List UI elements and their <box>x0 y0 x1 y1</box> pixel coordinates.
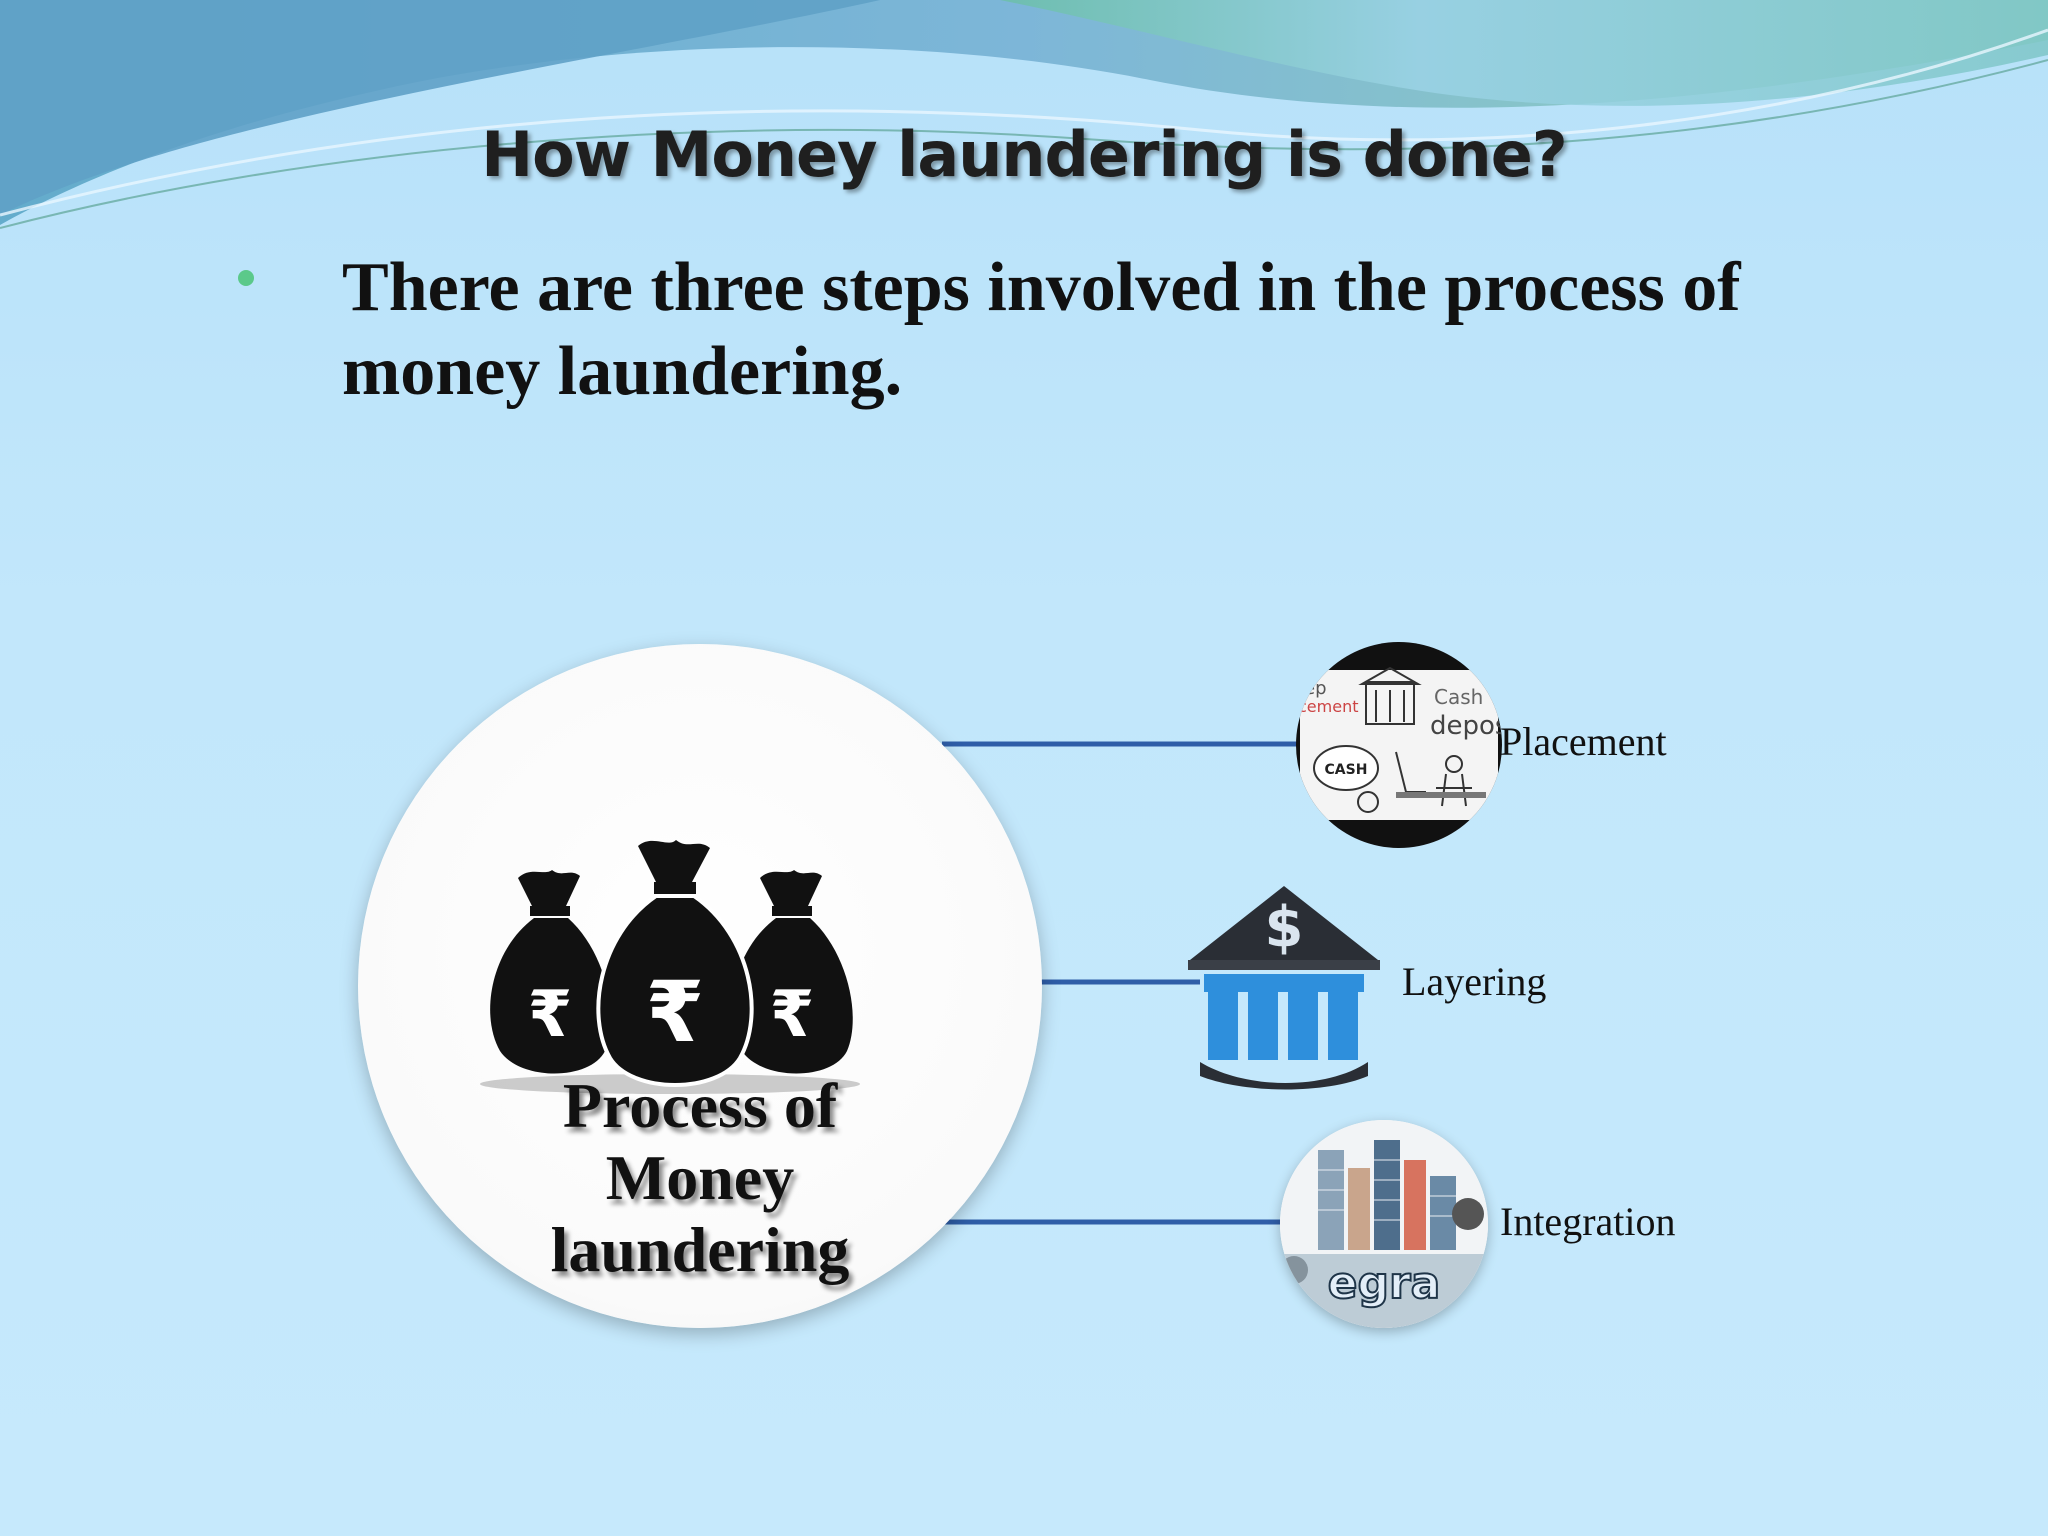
slide-title: How Money laundering is done? <box>481 118 1567 191</box>
bullet-text: There are three steps involved in the pr… <box>342 249 1741 410</box>
rupee-glyph-center: ₹ <box>646 963 704 1061</box>
placement-node: ep cement Cash depos CASH <box>1296 642 1502 848</box>
rupee-money-bags-icon: ₹ ₹ ₹ <box>480 840 860 1094</box>
cash-deposit-icon: ep cement Cash depos CASH <box>1298 666 1502 820</box>
dollar-glyph: $ <box>1265 895 1304 960</box>
city-buildings-icon: egra <box>1280 1120 1488 1328</box>
rupee-glyph-left: ₹ <box>528 978 573 1052</box>
placement-image-text-cash-bag: CASH <box>1325 762 1368 778</box>
integration-image-text: egra <box>1328 1258 1441 1309</box>
bullet-marker <box>238 270 254 286</box>
bank-dollar-icon: $ <box>1188 886 1380 1090</box>
rupee-glyph-right: ₹ <box>770 978 815 1052</box>
integration-node: egra <box>1280 1120 1488 1328</box>
integration-label: Integration <box>1500 1199 1676 1244</box>
placement-image-text-deposit: depos <box>1430 711 1502 741</box>
placement-image-text-cash: Cash <box>1434 685 1483 709</box>
placement-image-text-cement: cement <box>1298 697 1358 716</box>
center-label: Process of Money laundering <box>550 1070 850 1285</box>
header-wave-decoration <box>0 0 2048 229</box>
placement-label: Placement <box>1500 719 1667 764</box>
layering-label: Layering <box>1402 959 1547 1004</box>
